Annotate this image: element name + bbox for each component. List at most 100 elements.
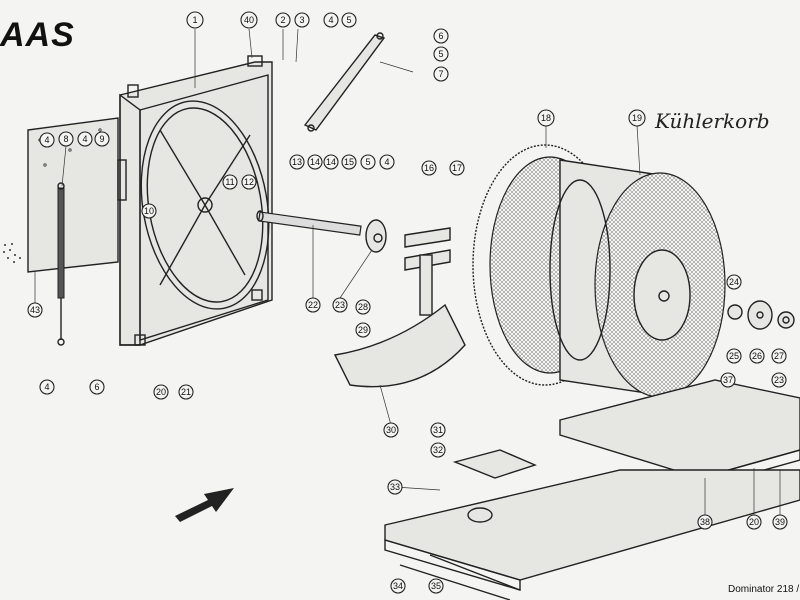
callout-label: 6 <box>94 382 99 392</box>
callout-label: 21 <box>181 387 191 397</box>
callout-31: 31 <box>430 422 446 438</box>
callouts: 1 40 2 3 4 5 6 5 7 13 14 14 15 5 4 4 8 4… <box>27 11 788 594</box>
callout-label: 32 <box>433 445 443 455</box>
callout-15: 15 <box>341 154 357 170</box>
callout-12: 12 <box>241 174 257 190</box>
callout-25: 25 <box>726 348 742 364</box>
callout-28: 28 <box>355 299 371 315</box>
callout-10: 10 <box>141 203 157 219</box>
callout-label: 12 <box>244 177 254 187</box>
callout-6: 6 <box>433 28 449 44</box>
callout-label: 30 <box>386 425 396 435</box>
callout-30: 30 <box>383 422 399 438</box>
gas-spring-8 <box>57 182 65 346</box>
callout-1: 1 <box>186 11 204 29</box>
callout-label: 5 <box>346 15 351 25</box>
cover-plate-32 <box>452 449 537 479</box>
footer-model-label: Dominator 218 / <box>728 584 799 595</box>
callout-26: 26 <box>749 348 765 364</box>
callout-label: 4 <box>384 157 389 167</box>
rotary-screen-19 <box>549 159 726 398</box>
callout-29: 29 <box>355 322 371 338</box>
callout-13: 13 <box>289 154 305 170</box>
callout-40: 40 <box>240 11 258 29</box>
callout-label: 31 <box>433 425 443 435</box>
callout-5: 5 <box>341 12 357 28</box>
callout-label: 38 <box>700 517 710 527</box>
callout-label: 27 <box>774 351 784 361</box>
bottom-plate-38 <box>384 379 800 600</box>
callout-label: 18 <box>541 113 551 123</box>
right-hardware <box>727 300 795 330</box>
callout-34: 34 <box>390 578 406 594</box>
callout-label: 4 <box>44 135 49 145</box>
callout-label: 20 <box>749 517 759 527</box>
callout-label: 23 <box>335 300 345 310</box>
callout-4: 4 <box>379 154 395 170</box>
callout-32: 32 <box>430 442 446 458</box>
callout-label: 28 <box>358 302 368 312</box>
callout-label: 13 <box>292 157 302 167</box>
callout-label: 7 <box>438 69 443 79</box>
callout-4: 4 <box>77 131 93 147</box>
callout-20: 20 <box>746 514 762 530</box>
callout-label: 26 <box>752 351 762 361</box>
callout-37: 37 <box>720 372 736 388</box>
callout-label: 19 <box>632 113 642 123</box>
deflector-30 <box>333 303 466 388</box>
callout-label: 9 <box>99 134 104 144</box>
callout-20: 20 <box>153 384 169 400</box>
callout-label: 14 <box>326 157 336 167</box>
callout-label: 39 <box>775 517 785 527</box>
callout-6: 6 <box>89 379 105 395</box>
callout-label: 15 <box>344 157 354 167</box>
callout-11: 11 <box>222 174 238 190</box>
airflow-arrow-icon <box>175 488 234 522</box>
brand-logo: AAS <box>0 16 75 54</box>
callout-label: 11 <box>225 177 234 187</box>
callout-label: 17 <box>452 163 462 173</box>
mounting-bracket-28 <box>404 227 451 316</box>
hub-23 <box>365 219 387 253</box>
shaft-22 <box>256 210 362 236</box>
callout-14: 14 <box>323 154 339 170</box>
linkage-bar-7 <box>303 32 386 132</box>
callout-label: 35 <box>431 581 441 591</box>
callout-27: 27 <box>771 348 787 364</box>
callout-33: 33 <box>387 479 403 495</box>
callout-14: 14 <box>307 154 323 170</box>
callout-8: 8 <box>58 131 74 147</box>
callout-35: 35 <box>428 578 444 594</box>
callout-label: 6 <box>438 31 443 41</box>
handwritten-note: Kühlerkorb <box>654 109 770 133</box>
callout-label: 33 <box>390 482 400 492</box>
fan-shroud-frame-1 <box>117 55 273 346</box>
callout-label: 2 <box>280 15 285 25</box>
callout-24: 24 <box>726 274 742 290</box>
callout-label: 10 <box>144 206 154 216</box>
callout-label: 40 <box>244 15 254 25</box>
callout-label: 20 <box>156 387 166 397</box>
callout-label: 14 <box>310 157 320 167</box>
callout-label: 29 <box>358 325 368 335</box>
callout-label: 16 <box>424 163 434 173</box>
callout-5: 5 <box>360 154 376 170</box>
callout-label: 22 <box>308 300 318 310</box>
panel-perforations <box>3 243 21 263</box>
callout-4: 4 <box>323 12 339 28</box>
callout-23: 23 <box>332 297 348 313</box>
callout-3: 3 <box>294 12 310 28</box>
callout-label: 5 <box>438 49 443 59</box>
callout-4: 4 <box>39 132 55 148</box>
callout-7: 7 <box>433 66 449 82</box>
callout-16: 16 <box>421 160 437 176</box>
callout-label: 4 <box>82 134 87 144</box>
callout-label: 3 <box>299 15 304 25</box>
callout-label: 5 <box>365 157 370 167</box>
callout-label: 4 <box>44 382 49 392</box>
callout-17: 17 <box>449 160 465 176</box>
callout-22: 22 <box>305 297 321 313</box>
callout-39: 39 <box>772 514 788 530</box>
callout-label: 8 <box>63 134 68 144</box>
